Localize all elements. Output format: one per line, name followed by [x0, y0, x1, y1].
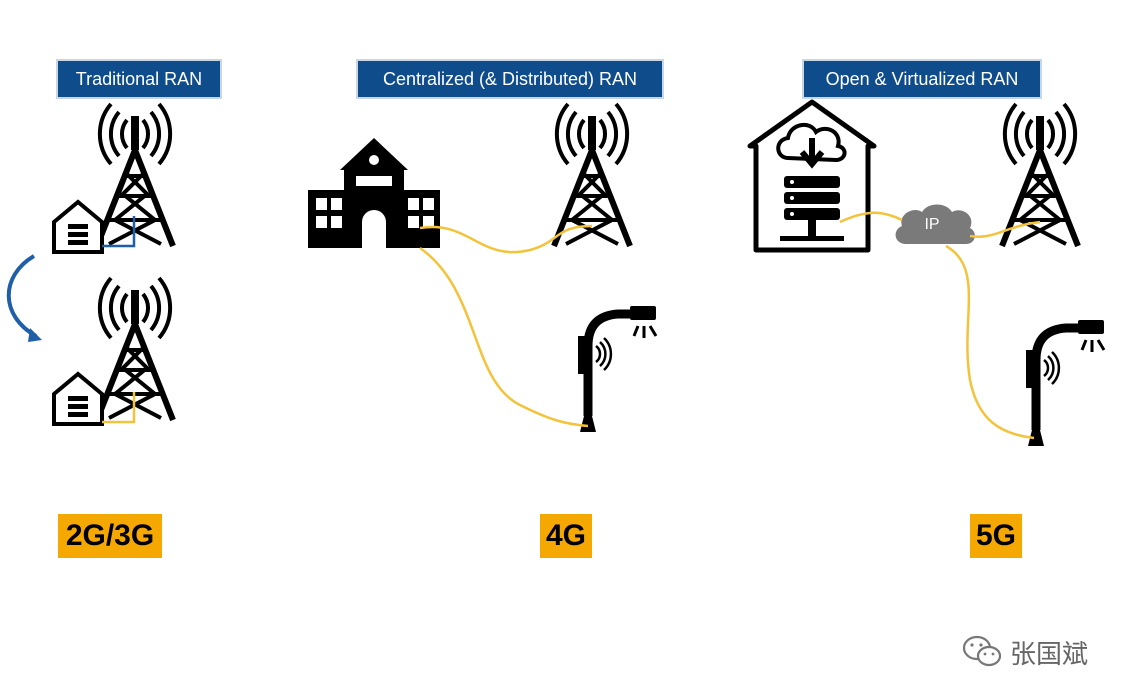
fiber-link	[839, 211, 903, 224]
fiber-link	[419, 224, 593, 254]
fiber-link	[419, 246, 589, 428]
cell-tower-icon	[1002, 104, 1078, 246]
ip-cloud-label: IP	[924, 216, 940, 233]
generation-badge-5g: 5G	[970, 514, 1022, 558]
traditional-ran-panel	[6, 104, 173, 426]
centralized-ran-header: Centralized (& Distributed) RAN	[358, 61, 662, 97]
fiber-link	[969, 220, 1041, 238]
watermark: 张国斌	[962, 634, 1088, 670]
generation-badge-2g3g: 2G/3G	[58, 514, 162, 558]
wechat-icon	[962, 635, 1002, 667]
cloud-data-center-icon	[747, 99, 877, 253]
ip-cloud-icon	[895, 204, 975, 244]
open-virtualized-ran-panel	[747, 99, 1104, 446]
street-light-small-cell-icon	[1026, 320, 1104, 446]
watermark-text: 张国斌	[1010, 639, 1089, 670]
base-station-hut-icon	[52, 372, 104, 426]
base-station-hut-icon	[52, 200, 104, 254]
fiber-link	[102, 392, 136, 424]
arrowhead-icon	[28, 328, 42, 342]
centralized-ran-panel	[308, 104, 656, 432]
street-light-small-cell-icon	[578, 306, 656, 432]
generation-badge-4g: 4G	[540, 514, 592, 558]
blue-link	[102, 216, 136, 248]
cell-tower-icon	[554, 104, 630, 246]
fiber-link	[945, 244, 1035, 440]
central-office-building-icon	[308, 138, 440, 248]
traditional-ran-header: Traditional RAN	[58, 61, 220, 97]
open-virtualized-ran-header: Open & Virtualized RAN	[804, 61, 1040, 97]
curved-arrow-icon	[6, 254, 37, 338]
